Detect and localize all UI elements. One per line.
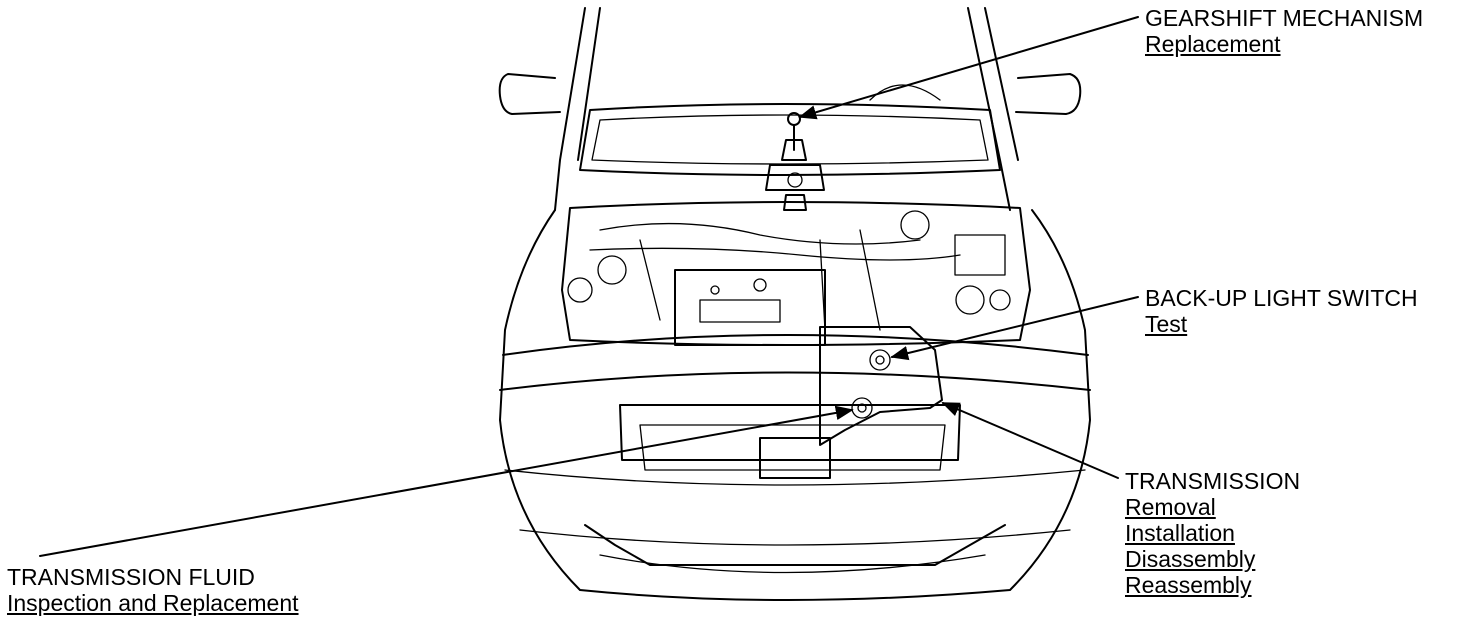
transmission-leader-line xyxy=(941,402,1119,479)
transmission-fluid-callout: TRANSMISSION FLUID Inspection and Replac… xyxy=(7,564,299,616)
transmission-installation-link[interactable]: Installation xyxy=(1125,520,1235,546)
transmission-removal-link[interactable]: Removal xyxy=(1125,494,1216,520)
gearshift-component xyxy=(765,112,825,211)
gearshift-replacement-link[interactable]: Replacement xyxy=(1145,31,1281,57)
left-mirror xyxy=(498,73,561,115)
gearshift-title: GEARSHIFT MECHANISM xyxy=(1145,5,1424,31)
fluid-leader-line xyxy=(39,405,854,557)
backup-light-switch-callout: BACK-UP LIGHT SWITCH Test xyxy=(1145,285,1418,337)
grille xyxy=(584,404,1006,574)
right-mirror xyxy=(1015,73,1082,115)
transmission-disassembly-link[interactable]: Disassembly xyxy=(1125,546,1256,572)
body-outline xyxy=(499,209,1091,601)
gearshift-callout: GEARSHIFT MECHANISM Replacement xyxy=(1145,5,1423,57)
transmission-callout: TRANSMISSION Removal Installation Disass… xyxy=(1125,468,1300,598)
transmission-fluid-title: TRANSMISSION FLUID xyxy=(7,564,255,590)
transmission-reassembly-link[interactable]: Reassembly xyxy=(1125,572,1252,598)
gearshift-leader-line xyxy=(798,16,1139,120)
transmission-fluid-inspection-link[interactable]: Inspection and Replacement xyxy=(7,590,299,616)
backup-light-switch-test-link[interactable]: Test xyxy=(1145,311,1188,337)
transmission-title: TRANSMISSION xyxy=(1125,468,1301,494)
backup-light-switch-title: BACK-UP LIGHT SWITCH xyxy=(1145,285,1418,311)
backup-switch-leader-line xyxy=(890,296,1139,361)
hood-outline xyxy=(554,7,1019,211)
engine-bay xyxy=(561,201,1031,346)
